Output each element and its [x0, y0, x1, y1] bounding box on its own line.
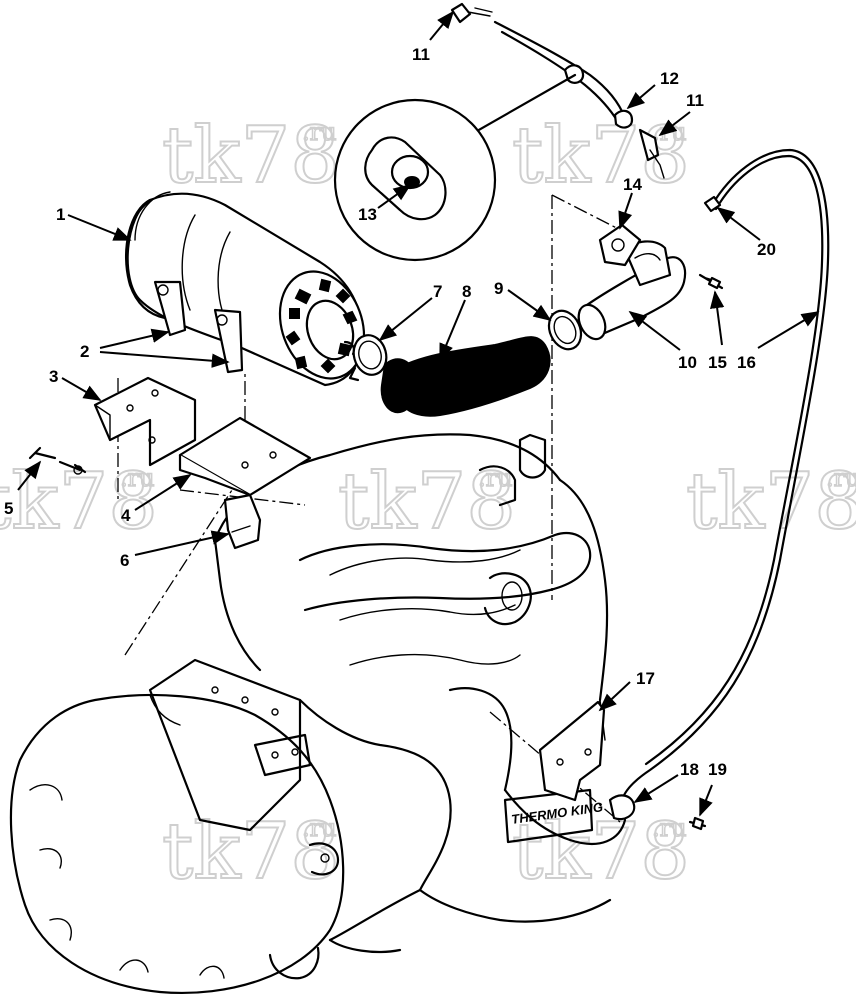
callout-17: 17	[636, 669, 655, 688]
watermark: tk78 .ru	[511, 110, 691, 202]
leader-5	[17, 460, 42, 491]
sensor-cable	[538, 148, 830, 831]
callout-1: 1	[56, 205, 65, 224]
watermark-main: tk78	[686, 457, 856, 547]
watermark-sup: .ru	[302, 118, 337, 146]
callout-14: 14	[623, 175, 642, 194]
watermark-sup: .ru	[652, 814, 687, 842]
watermark-sup: .ru	[302, 814, 337, 842]
callout-3: 3	[49, 367, 58, 386]
leader-19	[699, 784, 713, 817]
callout-16: 16	[737, 353, 756, 372]
leader-12	[626, 84, 656, 110]
callout-5: 5	[4, 499, 13, 518]
leader-17	[598, 681, 631, 712]
callout-9: 9	[494, 279, 503, 298]
callout-2: 2	[80, 342, 89, 361]
callout-7: 7	[433, 282, 442, 301]
callout-6: 6	[120, 551, 129, 570]
leader-3	[61, 377, 102, 401]
watermark: tk78 .ru	[511, 806, 691, 898]
callout-13: 13	[358, 205, 377, 224]
leader-2a	[99, 328, 170, 349]
watermark-main: tk78	[338, 457, 516, 547]
air-cleaner	[125, 191, 366, 387]
watermark-sup: .ru	[652, 118, 687, 146]
callout-11: 11	[412, 45, 430, 64]
callout-15: 15	[708, 353, 727, 372]
leader-2b	[99, 351, 230, 368]
watermark-main: tk78	[162, 807, 340, 897]
leader-13	[377, 183, 412, 209]
leader-7	[378, 297, 433, 342]
leader-4	[134, 474, 192, 511]
breather-tube	[333, 2, 665, 262]
callout-12: 12	[660, 69, 679, 88]
mounting-brackets	[28, 376, 312, 550]
callout-leaders	[17, 10, 820, 817]
watermark: tk78 .ru	[685, 456, 856, 548]
leader-8	[439, 299, 466, 362]
watermark-sup: .ru	[826, 464, 856, 492]
callout-18: 18	[680, 760, 699, 779]
leader-15	[709, 290, 725, 346]
watermark: tk78 .ru	[161, 110, 341, 202]
leader-14	[618, 192, 633, 230]
leader-18	[633, 774, 679, 803]
intake-hose	[348, 309, 583, 417]
callout-11: 11	[686, 91, 704, 110]
leader-16	[757, 311, 820, 349]
leader-11a	[429, 10, 455, 41]
callout-4: 4	[121, 506, 131, 525]
watermark-layer: tk78 .ru tk78 .ru tk78 .ru tk78 .ru tk78…	[0, 110, 856, 898]
watermark-main: tk78	[162, 111, 340, 201]
intake-elbow	[577, 223, 724, 341]
engine-block: THERMO KING	[9, 433, 627, 994]
watermark: tk78 .ru	[161, 806, 341, 898]
callout-19: 19	[708, 760, 727, 779]
leader-1	[67, 214, 132, 241]
leader-9	[507, 289, 552, 322]
watermark-sup: .ru	[120, 464, 155, 492]
leader-11b	[658, 111, 691, 137]
leader-20	[716, 206, 761, 241]
callout-8: 8	[462, 282, 471, 301]
callout-20: 20	[757, 240, 776, 259]
callout-10: 10	[678, 353, 697, 372]
leader-10	[628, 310, 681, 351]
callout-labels: 1 2 3 4 5 6 7 8 9 10 11 11 12 13 14 15 1…	[4, 45, 776, 779]
watermark-main: tk78	[512, 807, 690, 897]
leader-6	[134, 530, 230, 556]
watermark: tk78 .ru	[337, 456, 517, 548]
